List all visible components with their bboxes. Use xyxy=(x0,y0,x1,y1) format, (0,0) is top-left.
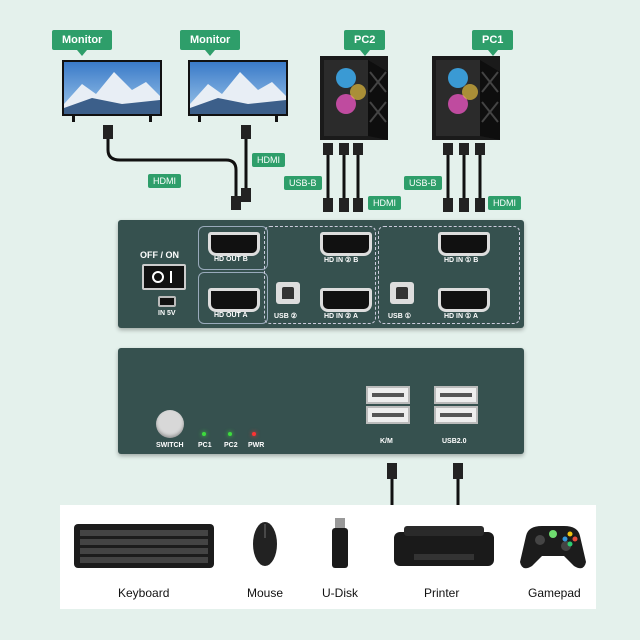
hd-in-1b-port[interactable] xyxy=(438,232,490,256)
usb-1-port[interactable] xyxy=(390,282,414,304)
pc1-label: PC1 xyxy=(472,30,514,56)
hdmi-cable-label-pc1: HDMI xyxy=(488,196,521,210)
hd-in-1a-port[interactable] xyxy=(438,288,490,312)
u-disk-label: U-Disk xyxy=(322,586,358,600)
hd-out-b-label: HD OUT B xyxy=(214,256,248,263)
hd-in-2a-label: HD IN ② A xyxy=(324,313,359,320)
hd-in-1a-label: HD IN ① A xyxy=(444,313,479,320)
usb20-label: USB2.0 xyxy=(442,438,467,445)
hd-out-b-frame xyxy=(198,226,268,270)
top-cables xyxy=(103,125,485,212)
monitor-2-image xyxy=(188,60,288,122)
pc1-led xyxy=(202,432,206,436)
hdmi-cable-label-right: HDMI xyxy=(252,153,285,167)
usb20-port-1[interactable] xyxy=(434,386,478,404)
u-disk-icon xyxy=(330,518,350,575)
hd-in-1b-label: HD IN ① B xyxy=(444,257,479,264)
gamepad-label: Gamepad xyxy=(528,586,581,600)
bottom-cables xyxy=(387,463,463,509)
mouse-label: Mouse xyxy=(247,586,284,600)
pc2-led-label: PC2 xyxy=(224,442,238,449)
keyboard-icon xyxy=(74,520,214,577)
km-label: K/M xyxy=(380,438,393,445)
keyboard-label: Keyboard xyxy=(118,586,170,600)
switch-button[interactable] xyxy=(156,410,184,438)
pc1-led-label: PC1 xyxy=(198,442,212,449)
usb-2-label: USB ② xyxy=(274,313,297,320)
dc-power-port[interactable] xyxy=(158,296,176,307)
hd-in-2a-port[interactable] xyxy=(320,288,372,312)
mouse-icon xyxy=(252,520,278,573)
hd-out-b-port[interactable] xyxy=(208,232,260,256)
hdmi-cable-label-left: HDMI xyxy=(148,174,181,188)
kvm-back-panel: OFF / ON IN 5V HD OUT B HD OUT A HD IN ②… xyxy=(118,220,524,328)
km-usb-port-2[interactable] xyxy=(366,406,410,424)
power-in-label: IN 5V xyxy=(158,310,176,317)
usb-2-port[interactable] xyxy=(276,282,300,304)
pwr-led-label: PWR xyxy=(248,442,265,449)
monitor-1-label: Monitor xyxy=(52,30,113,56)
gamepad-icon xyxy=(518,516,588,577)
hdmi-cable-label-pc2: HDMI xyxy=(368,196,401,210)
pc2-port-group xyxy=(264,226,376,324)
hd-out-a-label: HD OUT A xyxy=(214,312,248,319)
power-switch-label: OFF / ON xyxy=(140,250,179,260)
switch-label: SWITCH xyxy=(156,442,184,449)
hd-in-2b-label: HD IN ② B xyxy=(324,257,359,264)
monitor-2-label: Monitor xyxy=(180,30,241,56)
pwr-led xyxy=(252,432,256,436)
pc2-image xyxy=(318,52,390,142)
usb-b-cable-label-pc2: USB-B xyxy=(284,176,322,190)
usb20-port-2[interactable] xyxy=(434,406,478,424)
hd-out-a-frame xyxy=(198,272,268,324)
hd-in-2b-port[interactable] xyxy=(320,232,372,256)
monitor-1-image xyxy=(62,60,162,122)
pc2-led xyxy=(228,432,232,436)
km-usb-port-1[interactable] xyxy=(366,386,410,404)
hd-out-a-port[interactable] xyxy=(208,288,260,312)
kvm-front-panel: SWITCH PC1 PC2 PWR K/M USB2.0 xyxy=(118,348,524,454)
pc2-label: PC2 xyxy=(344,30,386,56)
printer-icon xyxy=(394,524,494,575)
pc1-image xyxy=(430,52,502,142)
pc1-port-group xyxy=(378,226,520,324)
power-switch[interactable] xyxy=(142,264,186,290)
usb-b-cable-label-pc1: USB-B xyxy=(404,176,442,190)
usb-1-label: USB ① xyxy=(388,313,411,320)
printer-label: Printer xyxy=(424,586,460,600)
